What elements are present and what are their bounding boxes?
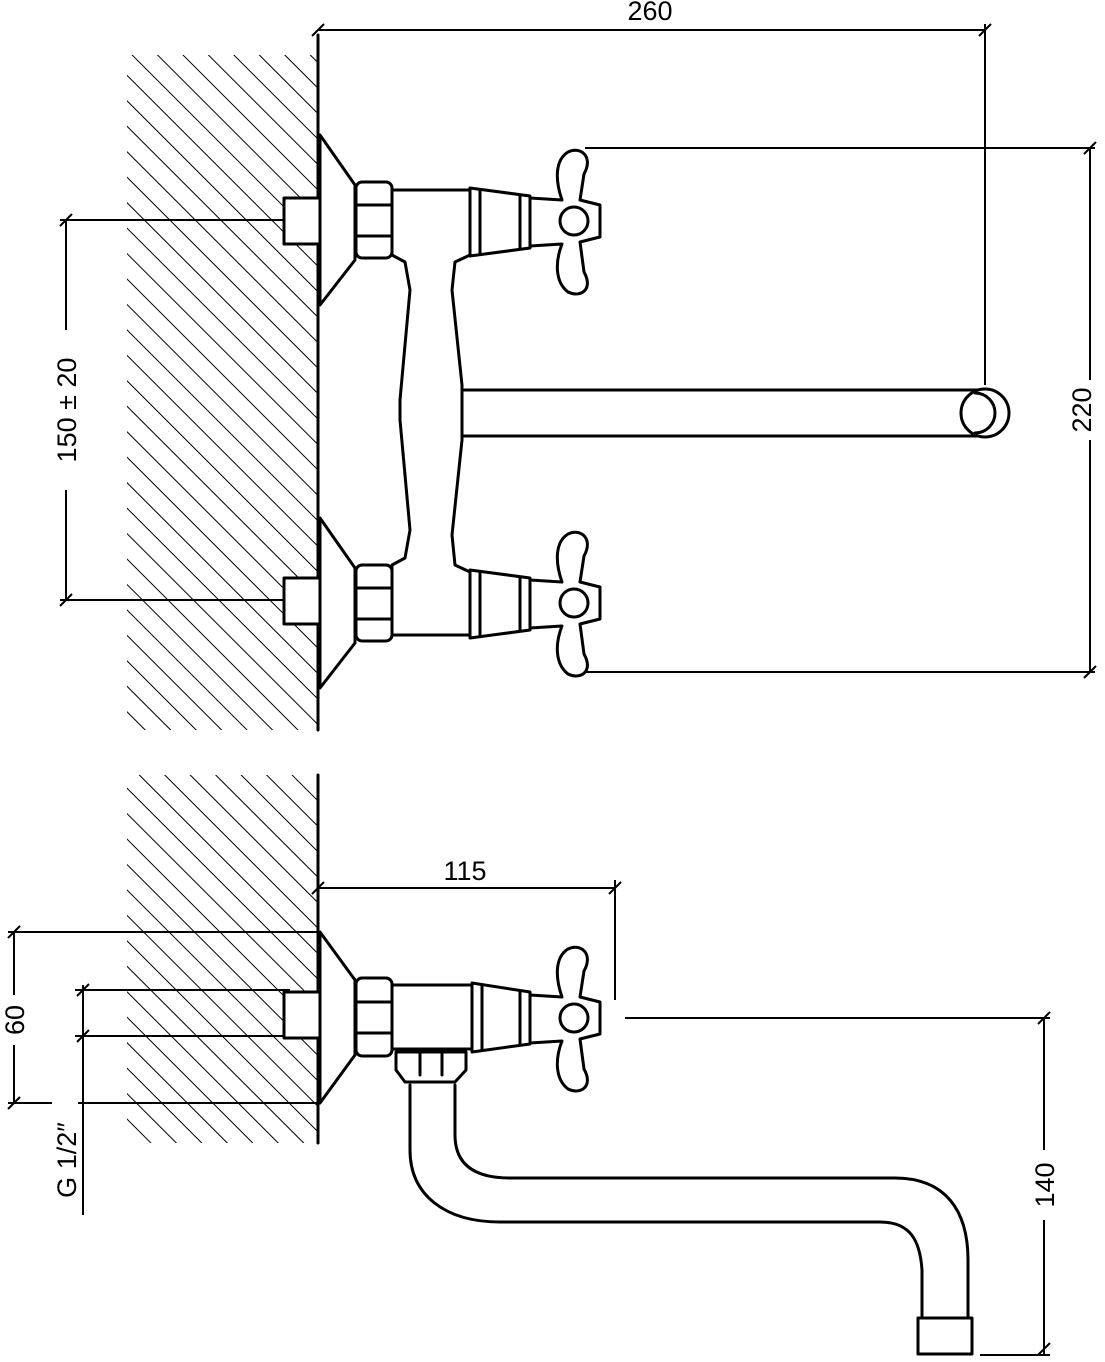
upper-handle-cross-icon (528, 148, 602, 296)
upper-valve (468, 186, 532, 258)
spout-front (460, 387, 1011, 439)
dimension-label-220: 220 (1067, 387, 1097, 432)
upper-escutcheon (282, 133, 394, 307)
lower-escutcheon (282, 516, 394, 690)
dimension-label-150: 150 ± 20 (52, 358, 82, 463)
dimension-label-60: 60 (0, 1005, 30, 1035)
wall-hatch-bottom (127, 773, 320, 1145)
dimension-thread: G 1/2″ (52, 983, 290, 1215)
dimension-overall-height: 220 (585, 141, 1104, 679)
spout-side (408, 1083, 974, 1356)
lower-handle-cross-icon (528, 530, 602, 678)
mixer-body (390, 188, 472, 637)
side-handle-cross-icon (528, 945, 602, 1093)
dimension-spout-drop: 140 (625, 1011, 1060, 1356)
dimension-label-115: 115 (443, 856, 486, 886)
dimension-overall-width: 260 (311, 0, 992, 385)
dimension-label-thread: G 1/2″ (52, 1122, 82, 1198)
side-body (390, 983, 474, 1051)
swivel-nut (394, 1050, 468, 1084)
dimension-inlet-spacing: 150 ± 20 (52, 213, 290, 607)
dimension-projection: 115 (311, 856, 622, 1000)
lower-valve (468, 568, 532, 640)
dimension-label-260: 260 (627, 0, 672, 26)
wall-hatch-top (127, 33, 320, 732)
side-valve (470, 981, 532, 1054)
side-escutcheon (282, 930, 394, 1105)
dimension-label-140: 140 (1030, 1162, 1060, 1207)
